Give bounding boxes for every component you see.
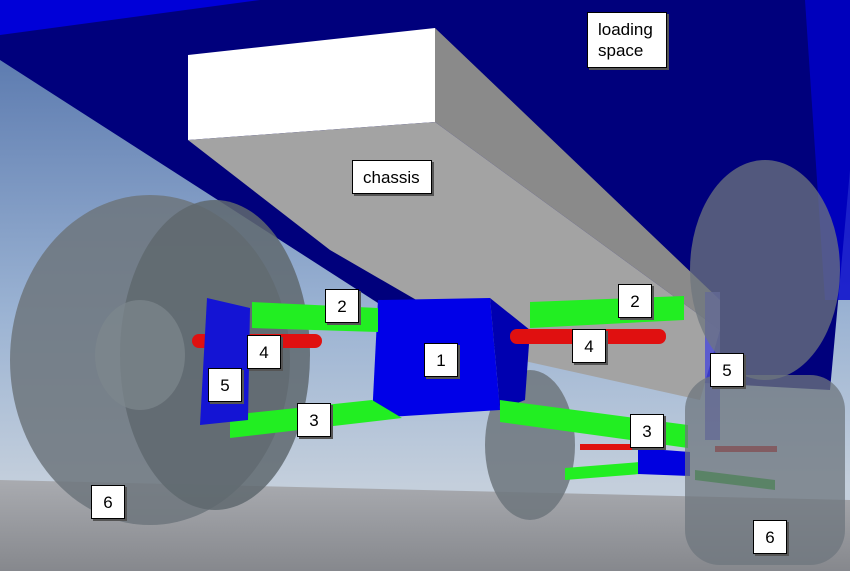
right-wheel-upper (690, 160, 840, 380)
part-3-left-label: 3 (297, 403, 331, 437)
center-block-side (490, 298, 530, 410)
chassis-side-face (435, 28, 720, 330)
chassis-label: chassis (352, 160, 432, 194)
part-3-right-label: 3 (630, 414, 664, 448)
loading-space-label: loading space (587, 12, 667, 68)
part-4-right-label: 4 (572, 329, 606, 363)
part-6-right-label: 6 (753, 520, 787, 554)
part-6-left-label: 6 (91, 485, 125, 519)
loading-space-right-edge (805, 0, 850, 300)
lower-arm-rear (565, 462, 640, 480)
loading-space-edge (0, 0, 260, 35)
right-wheel-lower (685, 375, 845, 565)
part-5-left-label: 5 (208, 368, 242, 402)
hub-left (200, 298, 250, 425)
part-2-right-label: 2 (618, 284, 652, 318)
left-wheel-hub (95, 300, 185, 410)
part-2-left-label: 2 (325, 289, 359, 323)
hub-rear (638, 448, 690, 476)
axle-rear (580, 444, 640, 450)
part-4-left-label: 4 (247, 335, 281, 369)
part-1-label: 1 (424, 343, 458, 377)
chassis-top-face (188, 28, 435, 140)
part-5-right-label: 5 (710, 353, 744, 387)
